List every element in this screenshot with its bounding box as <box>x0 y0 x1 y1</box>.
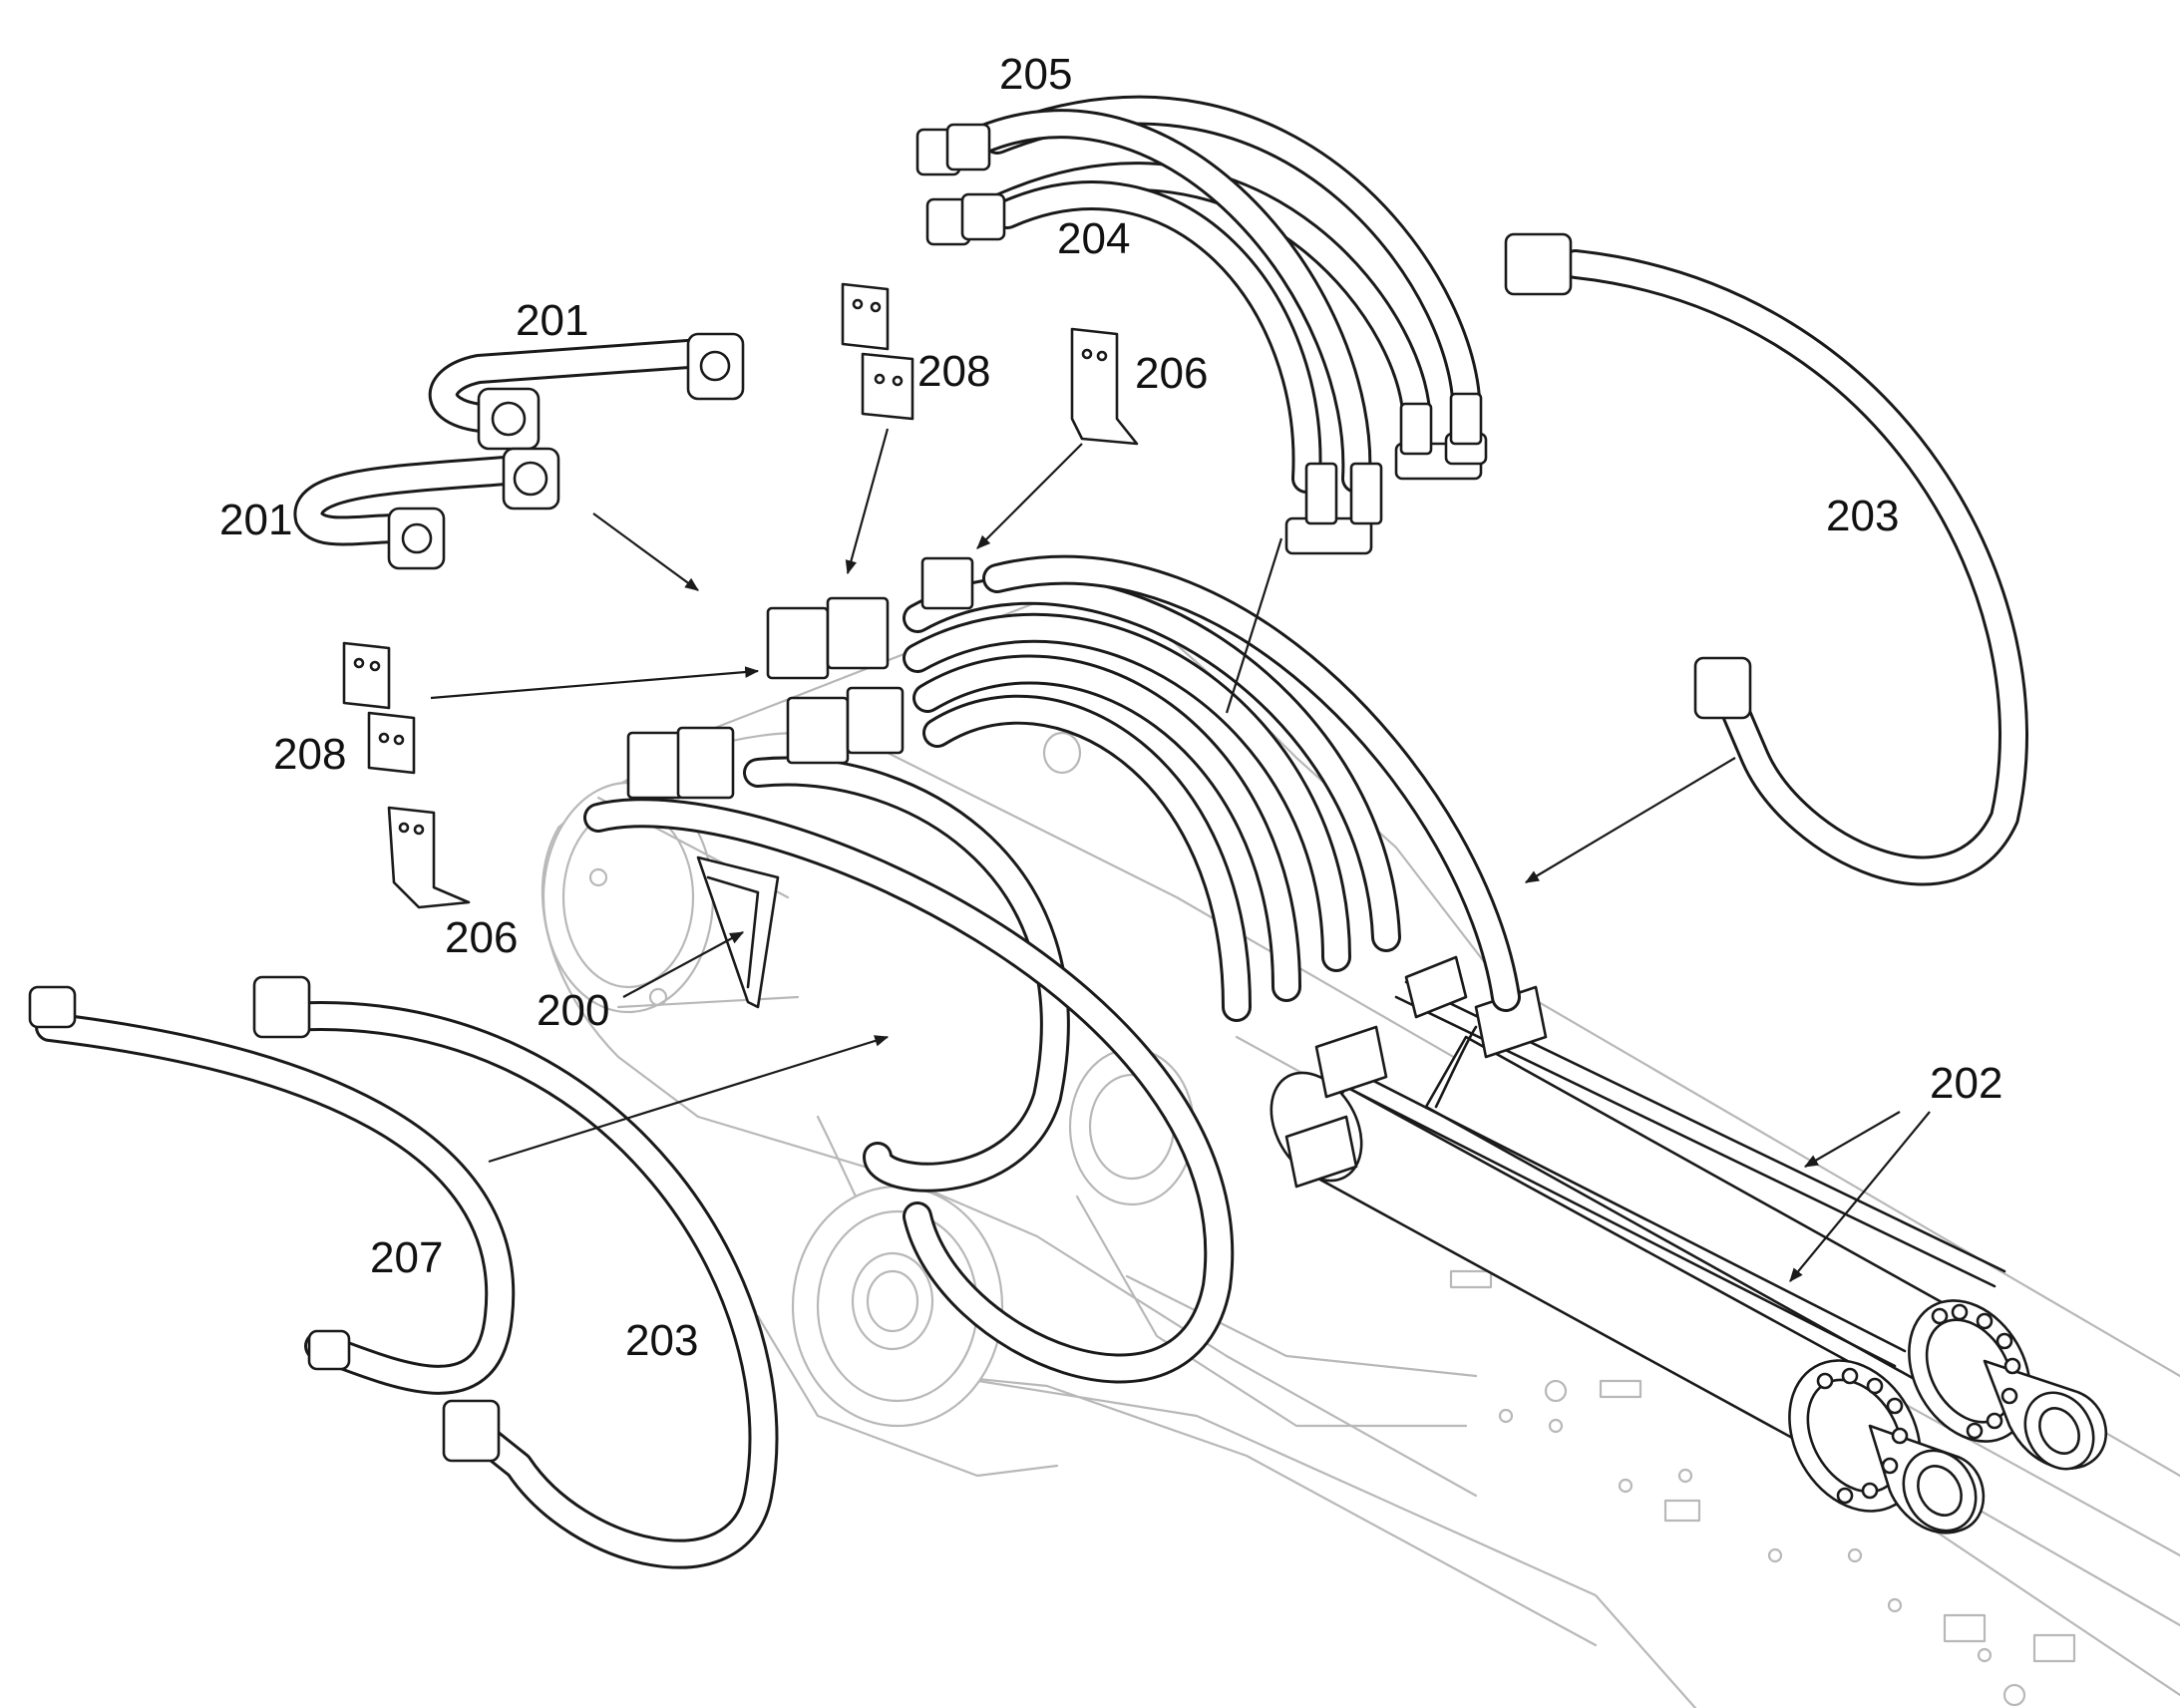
hose-bundle-204-205 <box>967 95 1482 494</box>
label-206-upper: 206 <box>1135 349 1208 398</box>
hose-203-left <box>274 1001 779 1569</box>
label-203-left: 203 <box>625 1316 698 1365</box>
callout-labels: 205 204 201 201 208 206 203 208 206 200 … <box>219 50 2002 1365</box>
bracket-206-lower <box>387 806 471 909</box>
boom-cylinder-right <box>1424 1025 2108 1471</box>
bracket-206-upper <box>1070 327 1139 446</box>
boom-cylinder-left <box>1270 1071 1986 1535</box>
label-207: 207 <box>370 1233 443 1282</box>
manifold-blocks <box>626 556 974 1009</box>
label-203-right: 203 <box>1826 492 1899 540</box>
flange-fittings <box>28 123 1752 1463</box>
bracket-208-lower <box>342 641 416 775</box>
label-200: 200 <box>537 986 609 1035</box>
label-201-upper: 201 <box>516 296 588 345</box>
deck-bolts-ghost <box>1449 1269 2076 1707</box>
label-208-lower: 208 <box>273 730 346 779</box>
label-208-upper: 208 <box>917 347 990 396</box>
tube-201-upper <box>428 339 703 434</box>
bracket-208-upper <box>841 282 914 421</box>
label-201-lower: 201 <box>219 496 292 544</box>
tube-201-lower <box>293 454 544 546</box>
leader-lines <box>430 428 1931 1282</box>
hose-loop-center <box>583 756 1235 1384</box>
label-202: 202 <box>1930 1059 2002 1108</box>
hose-bundle-mounted <box>903 554 1521 1022</box>
label-205: 205 <box>999 50 1072 99</box>
cylinder-head-bolts <box>1816 1367 1909 1505</box>
cylinder-clamps <box>1284 955 1548 1189</box>
label-204: 204 <box>1057 214 1130 263</box>
label-206-lower: 206 <box>445 913 518 962</box>
hose-207 <box>35 1012 516 1395</box>
hose-203-right <box>1561 249 2028 886</box>
cylinder-head-bolts <box>1931 1303 2021 1440</box>
